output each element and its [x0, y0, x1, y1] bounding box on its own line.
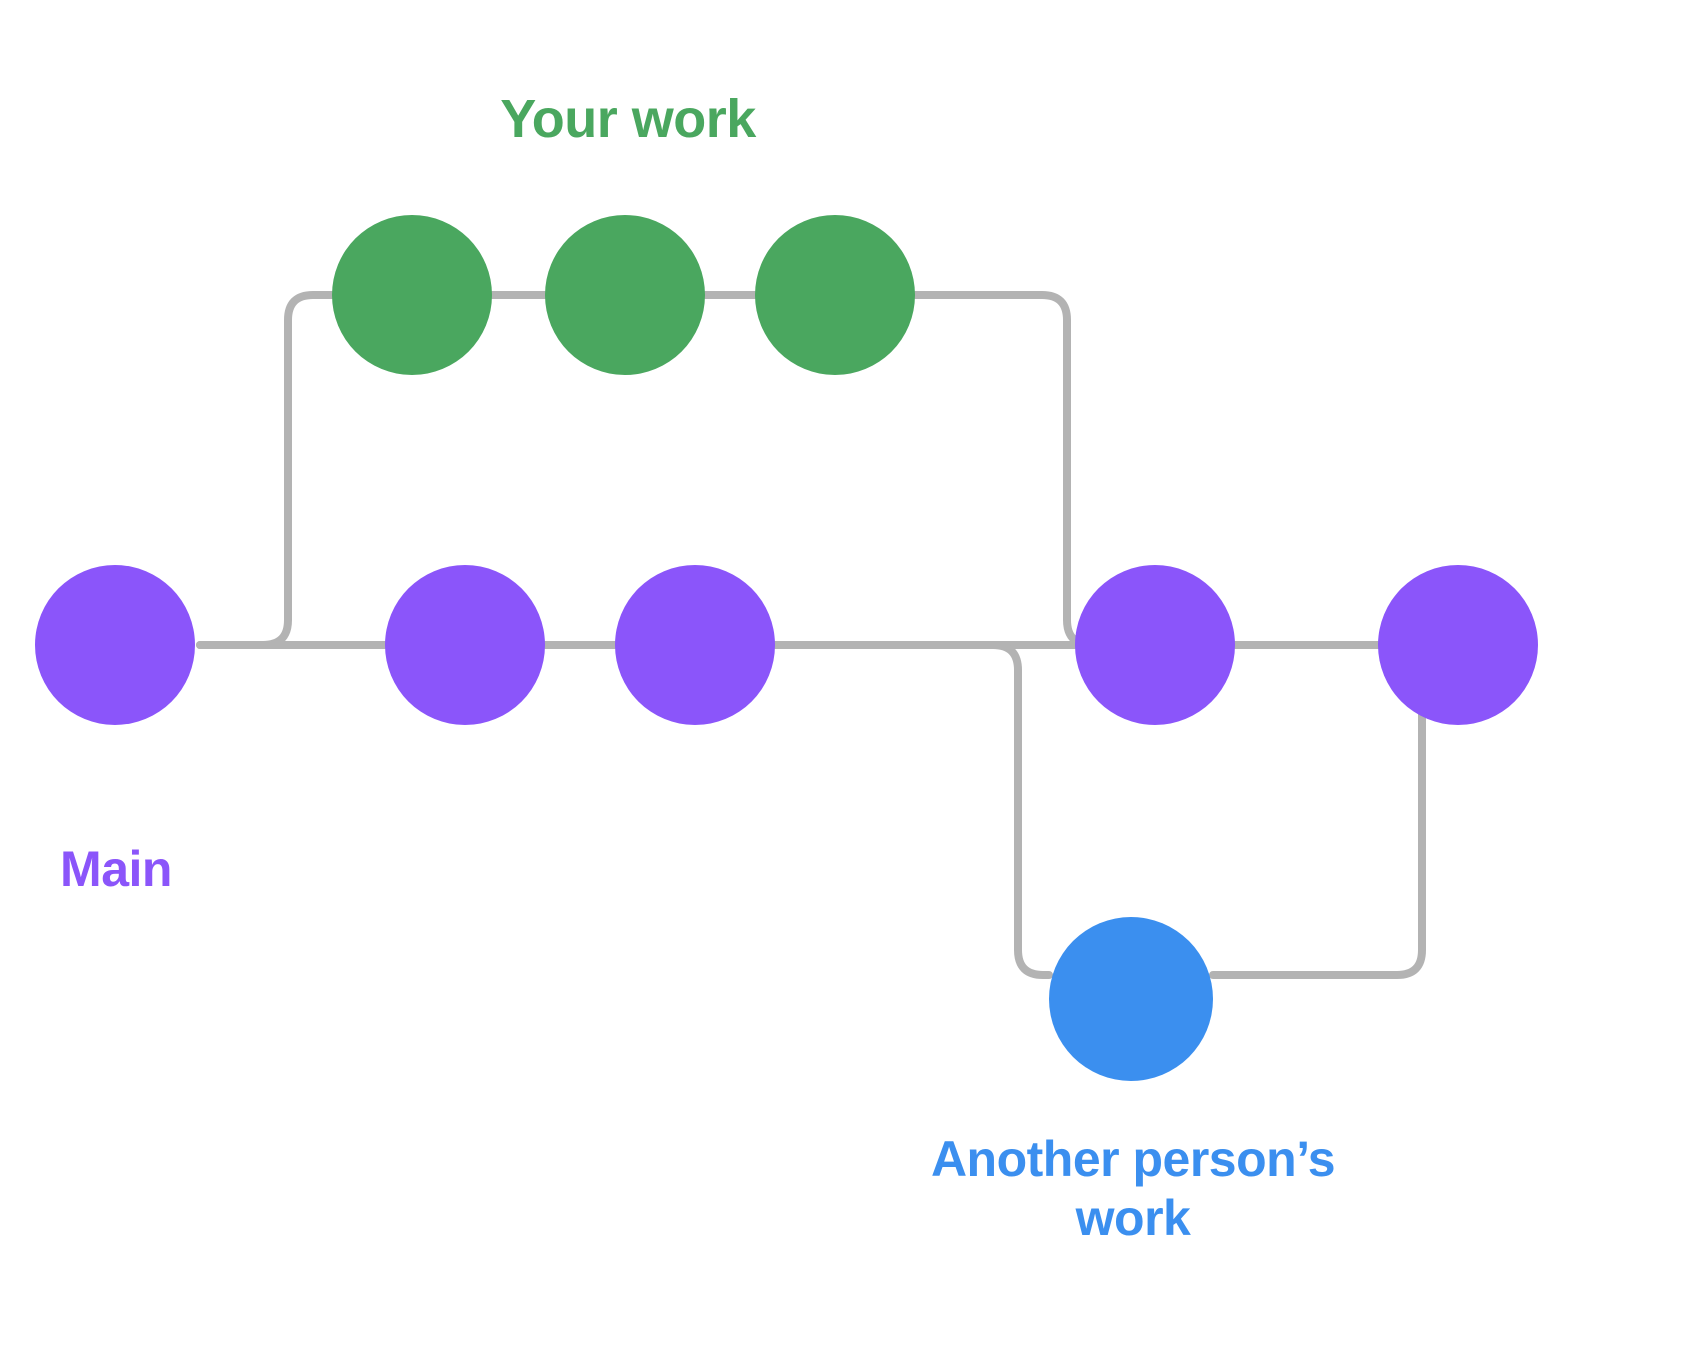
lane-label-another-person: Another person’s work — [930, 1131, 1336, 1246]
connector-branch-out-green — [196, 291, 336, 649]
lane-label-your-work: Your work — [500, 89, 756, 149]
lane-label-main: Main — [60, 841, 172, 897]
commit-node-green-2[interactable] — [545, 215, 705, 375]
commit-node-blue-1[interactable] — [1049, 917, 1213, 1081]
commit-node-main-5[interactable] — [1378, 565, 1538, 725]
commit-node-main-2[interactable] — [385, 565, 545, 725]
connector-merge-green-to-main — [911, 291, 1117, 649]
commit-node-green-3[interactable] — [755, 215, 915, 375]
commit-node-main-4[interactable] — [1075, 565, 1235, 725]
connector-branch-out-blue — [989, 641, 1053, 979]
commit-node-main-1[interactable] — [35, 565, 195, 725]
commit-node-group — [35, 215, 1538, 1081]
commit-node-green-1[interactable] — [332, 215, 492, 375]
commit-node-main-3[interactable] — [615, 565, 775, 725]
